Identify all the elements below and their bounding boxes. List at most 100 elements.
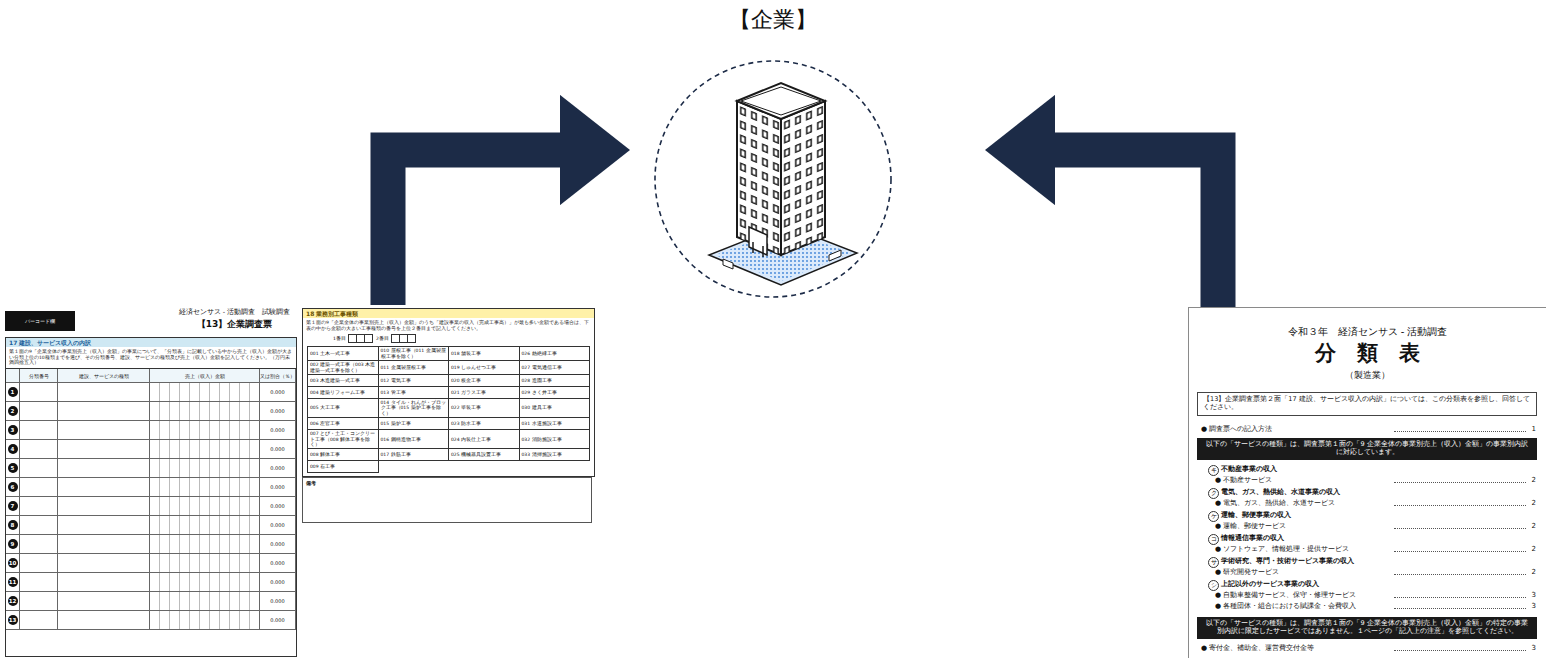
table-text: 11 [8, 577, 18, 587]
table-text: 17 建設、サービス収入の内訳 [9, 339, 293, 346]
table-cell [58, 516, 150, 535]
table-text: 0.000 [270, 522, 284, 528]
table-text: 017 鉄筋工事 [381, 452, 411, 457]
document-text: 上記以外のサービス事業の収入 [1221, 580, 1319, 588]
table-cell [20, 421, 58, 440]
document-text: 不動産事業の収入 [1221, 465, 1277, 473]
table-cell [20, 478, 58, 497]
table-cell [150, 383, 260, 402]
table-cell: 029 さく井工事 [520, 387, 591, 399]
table-cell: 021 ガラス工事 [449, 387, 520, 399]
table-text: 020 板金工事 [451, 378, 481, 383]
table-cell: 004 建築リフォーム工事 [308, 387, 379, 399]
table-text: 分類番号 [29, 373, 49, 379]
note-band: 以下の「サービスの種類」は、調査票第１面の「9 企業全体の事業別売上（収入）金額… [1197, 438, 1537, 460]
table-text: 0.000 [270, 541, 284, 547]
box-label: 備考 [306, 480, 588, 486]
box-label: バーコード欄 [25, 318, 55, 324]
document-text: ケ [1208, 511, 1219, 522]
table-cell: 007 とび・土工・コンクリート工事（008 解体工事を除く） [308, 430, 379, 449]
table-cell: 10 [6, 554, 20, 573]
document-text: ク [1208, 488, 1219, 499]
entry-boxes [349, 334, 373, 343]
table-cell: 売上（収入）金額 [150, 369, 260, 383]
table-text: 0.000 [270, 484, 284, 490]
document-text: シ [1208, 580, 1219, 591]
table-text: 021 ガラス工事 [451, 390, 486, 395]
table-cell: 0.000 [260, 421, 296, 440]
table-cell: 又は割合（％） [260, 369, 296, 383]
flow-arrow [388, 150, 560, 305]
table-text: 18 業務別工事種類 [306, 310, 591, 317]
table-cell: 032 消防施設工事 [520, 430, 591, 449]
node-heading: 【企業】 [613, 7, 933, 33]
table-cell: 016 鋼構造物工事 [379, 430, 450, 449]
panel-header: 17 建設、サービス収入の内訳 [6, 338, 296, 347]
table-cell: 7 [6, 497, 20, 516]
table-text: 5 [8, 463, 18, 473]
table-cell [150, 554, 260, 573]
table-cell: 0.000 [260, 611, 296, 630]
form-heading: 経済センサス - 活動調査 試験調査 [172, 309, 297, 317]
table-text: 8 [8, 520, 18, 530]
dotted-leader [1394, 650, 1526, 651]
table-text: 029 さく井工事 [522, 390, 557, 395]
survey-form: バーコード欄17 建設、サービス収入の内訳第１面の9「企業全体の事業別売上（収入… [2, 305, 598, 658]
entry-boxes [392, 334, 416, 343]
table-text: 0.000 [270, 446, 284, 452]
table-cell: 1 [6, 383, 20, 402]
table-cell: 028 造園工事 [520, 375, 591, 387]
table-cell: 12 [6, 592, 20, 611]
table-cell: 022 塗装工事 [449, 399, 520, 418]
table-text: 7 [8, 501, 18, 511]
table-cell: 0.000 [260, 459, 296, 478]
table-cell: 0.000 [260, 573, 296, 592]
table-text: 建設、サービスの種類 [79, 373, 129, 379]
table-cell [150, 440, 260, 459]
table-cell: 分類番号 [20, 369, 58, 383]
table-cell: 0.000 [260, 402, 296, 421]
document-text: キ [1208, 465, 1219, 476]
table-cell [58, 554, 150, 573]
table-text: 006 左官工事 [310, 421, 340, 426]
table-text: 026 熱絶縁工事 [522, 351, 557, 356]
table-text: 008 解体工事 [310, 452, 340, 457]
table-cell: 0.000 [260, 383, 296, 402]
data-table: 分類番号建設、サービスの種類売上（収入）金額又は割合（％）10.00020.00… [6, 368, 296, 656]
document-text: 1 [1532, 425, 1536, 433]
table-cell: 020 板金工事 [449, 375, 520, 387]
document-text: （製造業） [1189, 370, 1546, 381]
table-cell: 026 熱絶縁工事 [520, 347, 591, 361]
table-cell [150, 611, 260, 630]
table-text: 0.000 [270, 465, 284, 471]
band-text: 以下の「サービスの種類」は、調査票第１面の「9 企業全体の事業別売上（収入）金額… [1203, 441, 1531, 457]
table-text: 033 清掃施設工事 [522, 452, 562, 457]
table-cell: 5 [6, 459, 20, 478]
classification-document: 【13】企業調査票第２面「17 建設、サービス収入の内訳」については、この分類表… [1188, 307, 1546, 658]
document-text: 運輸、郵便事業の収入 [1221, 511, 1291, 519]
table-cell [150, 535, 260, 554]
table-text: 3 [8, 425, 18, 435]
table-text: 12 [8, 596, 18, 606]
table-text: 10 [8, 558, 18, 568]
table-cell [58, 497, 150, 516]
table-cell: 024 内装仕上工事 [449, 430, 520, 449]
table-cell [58, 535, 150, 554]
table-text: 0.000 [270, 560, 284, 566]
table-cell: 014 タイル・れんが・ブロック工事（015 築炉工事を除く） [379, 399, 450, 418]
table-cell [58, 402, 150, 421]
document-text: 2 [1532, 568, 1536, 576]
table-cell [20, 383, 58, 402]
dotted-leader [1394, 482, 1526, 483]
document-text: 3 [1532, 644, 1536, 652]
table-cell: 031 水道施設工事 [520, 418, 591, 430]
dotted-leader [1394, 597, 1526, 598]
document-text: 情報通信事業の収入 [1221, 534, 1284, 542]
document-text: ● 自動車整備サービス、保守・修理サービス [1215, 591, 1356, 599]
document-text: コ [1208, 534, 1219, 545]
table-cell: 009 石工事 [308, 461, 379, 473]
document-text: ● 各種団体・組合における賦課金・会費収入 [1215, 602, 1356, 610]
table-text: 005 大工工事 [310, 405, 340, 410]
flow-arrow [1055, 150, 1218, 307]
document-text: ● 不動産サービス [1215, 476, 1272, 484]
